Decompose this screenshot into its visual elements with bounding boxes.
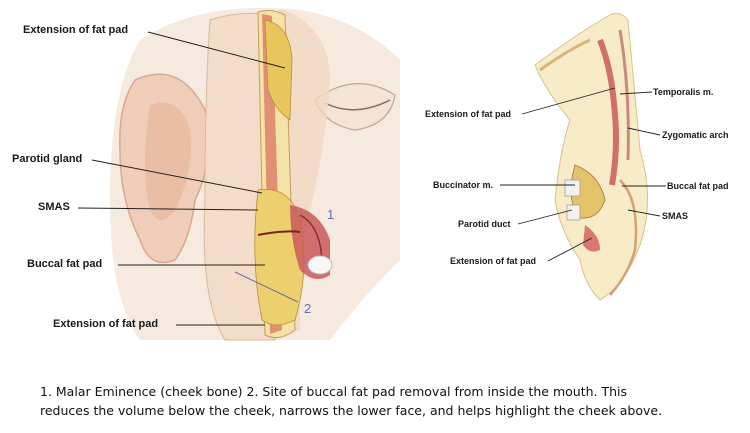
label-extension-of-fat-pad-bottom-right: Extension of fat pad bbox=[450, 256, 537, 266]
label-extension-of-fat-pad-top-right: Extension of fat pad bbox=[425, 109, 512, 119]
marker-number-2: 2 bbox=[304, 301, 312, 316]
caption-line-1: 1. Malar Eminence (cheek bone) 2. Site o… bbox=[40, 384, 628, 399]
label-parotid-gland: Parotid gland bbox=[12, 153, 83, 165]
label-temporalis: Temporalis m. bbox=[653, 87, 714, 97]
label-zygomatic-arch: Zygomatic arch bbox=[662, 130, 729, 140]
caption-line-2: reduces the volume below the cheek, narr… bbox=[40, 403, 663, 418]
marker-number-1: 1 bbox=[327, 207, 335, 222]
label-extension-of-fat-pad-bottom-left: Extension of fat pad bbox=[53, 318, 159, 330]
label-buccinator: Buccinator m. bbox=[433, 180, 494, 190]
label-smas-right: SMAS bbox=[662, 211, 689, 221]
label-smas-left: SMAS bbox=[38, 201, 70, 213]
left-leader-lines bbox=[77, 31, 299, 326]
left-face-drawing bbox=[110, 8, 400, 341]
right-cross-section-drawing bbox=[534, 12, 648, 301]
label-parotid-duct: Parotid duct bbox=[458, 219, 511, 229]
label-buccal-fat-pad-left: Buccal fat pad bbox=[27, 258, 103, 270]
label-extension-of-fat-pad-top-left: Extension of fat pad bbox=[23, 24, 129, 36]
label-buccal-fat-pad-right: Buccal fat pad bbox=[667, 181, 729, 191]
caption: 1. Malar Eminence (cheek bone) 2. Site o… bbox=[40, 382, 740, 420]
right-leader-lines bbox=[500, 87, 666, 262]
